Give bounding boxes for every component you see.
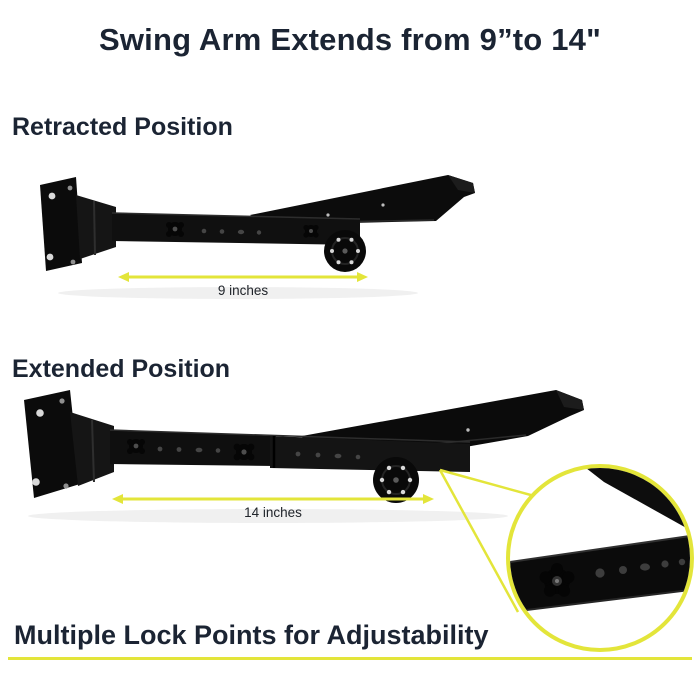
lock-points-zoom-image (510, 468, 690, 613)
callout-caption: Multiple Lock Points for Adjustability (14, 620, 489, 650)
accent-underline (8, 657, 692, 660)
retracted-heading: Retracted Position (12, 113, 233, 141)
page-title: Swing Arm Extends from 9”to 14" (98, 22, 602, 57)
extended-dimension-label: 14 inches (244, 505, 302, 520)
retracted-dimension-arrow (118, 272, 368, 282)
extended-swing-arm-image (24, 390, 584, 523)
retracted-dimension-label: 9 inches (217, 283, 269, 298)
extended-heading: Extended Position (12, 355, 231, 383)
extended-dimension-arrow (112, 494, 434, 504)
retracted-swing-arm-image (40, 175, 475, 299)
lock-points-magnifier (506, 464, 694, 652)
